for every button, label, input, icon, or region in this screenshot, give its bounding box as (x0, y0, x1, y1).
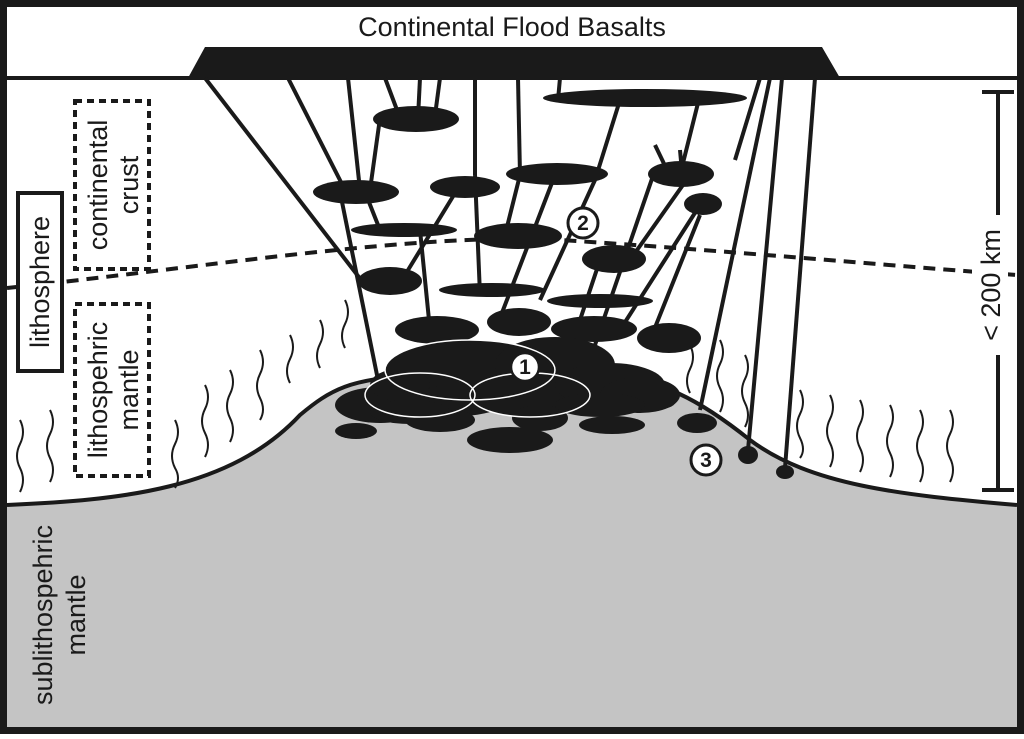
lithospheric-mantle-label-box (73, 302, 151, 478)
lithospheric-mantle-label: lithospehric mantle (73, 302, 151, 478)
feeder-dikes (203, 76, 817, 469)
marker-2-label: 2 (577, 212, 589, 235)
lithosphere-text: lithosphere (25, 216, 55, 348)
sublithospheric-mantle-region (7, 375, 1017, 727)
diagram-title: Continental Flood Basalts (358, 12, 666, 42)
marker-1-label: 1 (519, 356, 531, 379)
continental-crust-text-2: crust (114, 155, 144, 214)
sublithospheric-text-2: mantle (61, 574, 91, 655)
lithosphere-label-box (16, 191, 64, 373)
main-magma-pond (335, 337, 680, 432)
sublithospheric-mantle-label: sublithospehric mantle (28, 525, 91, 705)
continental-crust-label-box (73, 99, 151, 271)
continental-crust-label: continental crust (73, 99, 151, 271)
marker-3-label: 3 (700, 449, 712, 472)
mantle-flow-lines (16, 299, 954, 493)
scale-label-bg (972, 215, 1008, 355)
marker-1: 1 (509, 351, 541, 383)
marker-2: 2 (566, 206, 600, 240)
sublithospheric-text-1: sublithospehric (28, 525, 58, 705)
lithosphere-label: lithosphere (16, 191, 64, 373)
thickness-label: < 200 km (976, 229, 1006, 341)
flood-basalt-layer (188, 47, 840, 78)
marker-3: 3 (689, 443, 723, 477)
lithospheric-mantle-text-2: mantle (114, 349, 144, 430)
crust-mantle-boundary (6, 236, 1018, 290)
lithospheric-mantle-text-1: lithospehric (83, 322, 113, 459)
continental-crust-text-1: continental (83, 120, 113, 251)
magma-chambers (313, 89, 794, 479)
thickness-scale: < 200 km (972, 90, 1014, 492)
